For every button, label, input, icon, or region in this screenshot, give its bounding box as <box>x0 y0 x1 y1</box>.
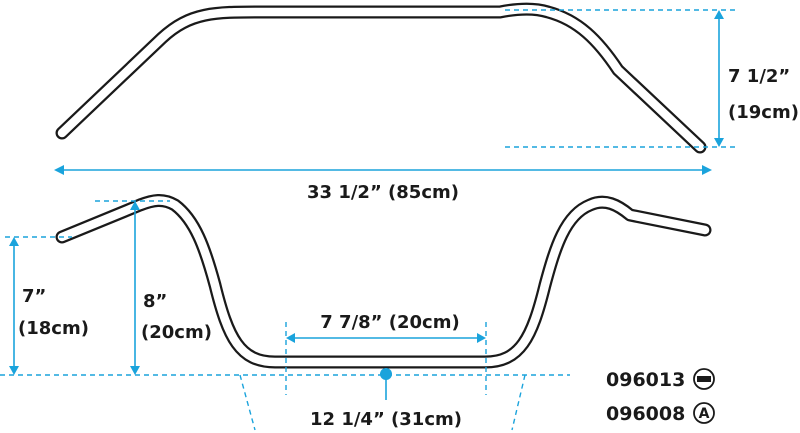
center-rise-inch-label: 8” <box>143 291 167 312</box>
handlebar-top-view <box>55 2 707 154</box>
part-symbol-letter: A <box>699 406 710 422</box>
center-width-label: 7 7/8” (20cm) <box>320 312 459 333</box>
top-rise-inch-label: 7 1/2” <box>728 66 790 87</box>
circled-a-icon <box>693 402 715 424</box>
left-rise-dimension: 7” (18cm) <box>5 236 89 375</box>
base-width-dimension: 12 1/4” (31cm) <box>239 368 526 431</box>
overall-width-dimension: 33 1/2” (85cm) <box>54 165 712 203</box>
part-number: 096013 <box>606 369 685 391</box>
left-rise-inch-label: 7” <box>22 286 46 307</box>
center-rise-cm-label: (20cm) <box>141 322 212 343</box>
center-rise-dimension: 8” (20cm) <box>95 200 212 375</box>
part-number-list: 096013 096008 A <box>606 368 715 425</box>
part-row: 096008 A <box>606 402 715 425</box>
top-rise-cm-label: (19cm) <box>728 102 799 123</box>
top-rise-dimension: 7 1/2” (19cm) <box>505 9 799 148</box>
overall-width-label: 33 1/2” (85cm) <box>307 182 459 203</box>
minus-symbol-icon <box>697 376 711 382</box>
base-width-label: 12 1/4” (31cm) <box>310 409 462 430</box>
handlebar-front-view <box>55 194 712 369</box>
part-number: 096008 <box>606 403 685 425</box>
part-row: 096013 <box>606 368 715 391</box>
center-width-dimension: 7 7/8” (20cm) <box>285 312 487 395</box>
left-rise-cm-label: (18cm) <box>18 318 89 339</box>
